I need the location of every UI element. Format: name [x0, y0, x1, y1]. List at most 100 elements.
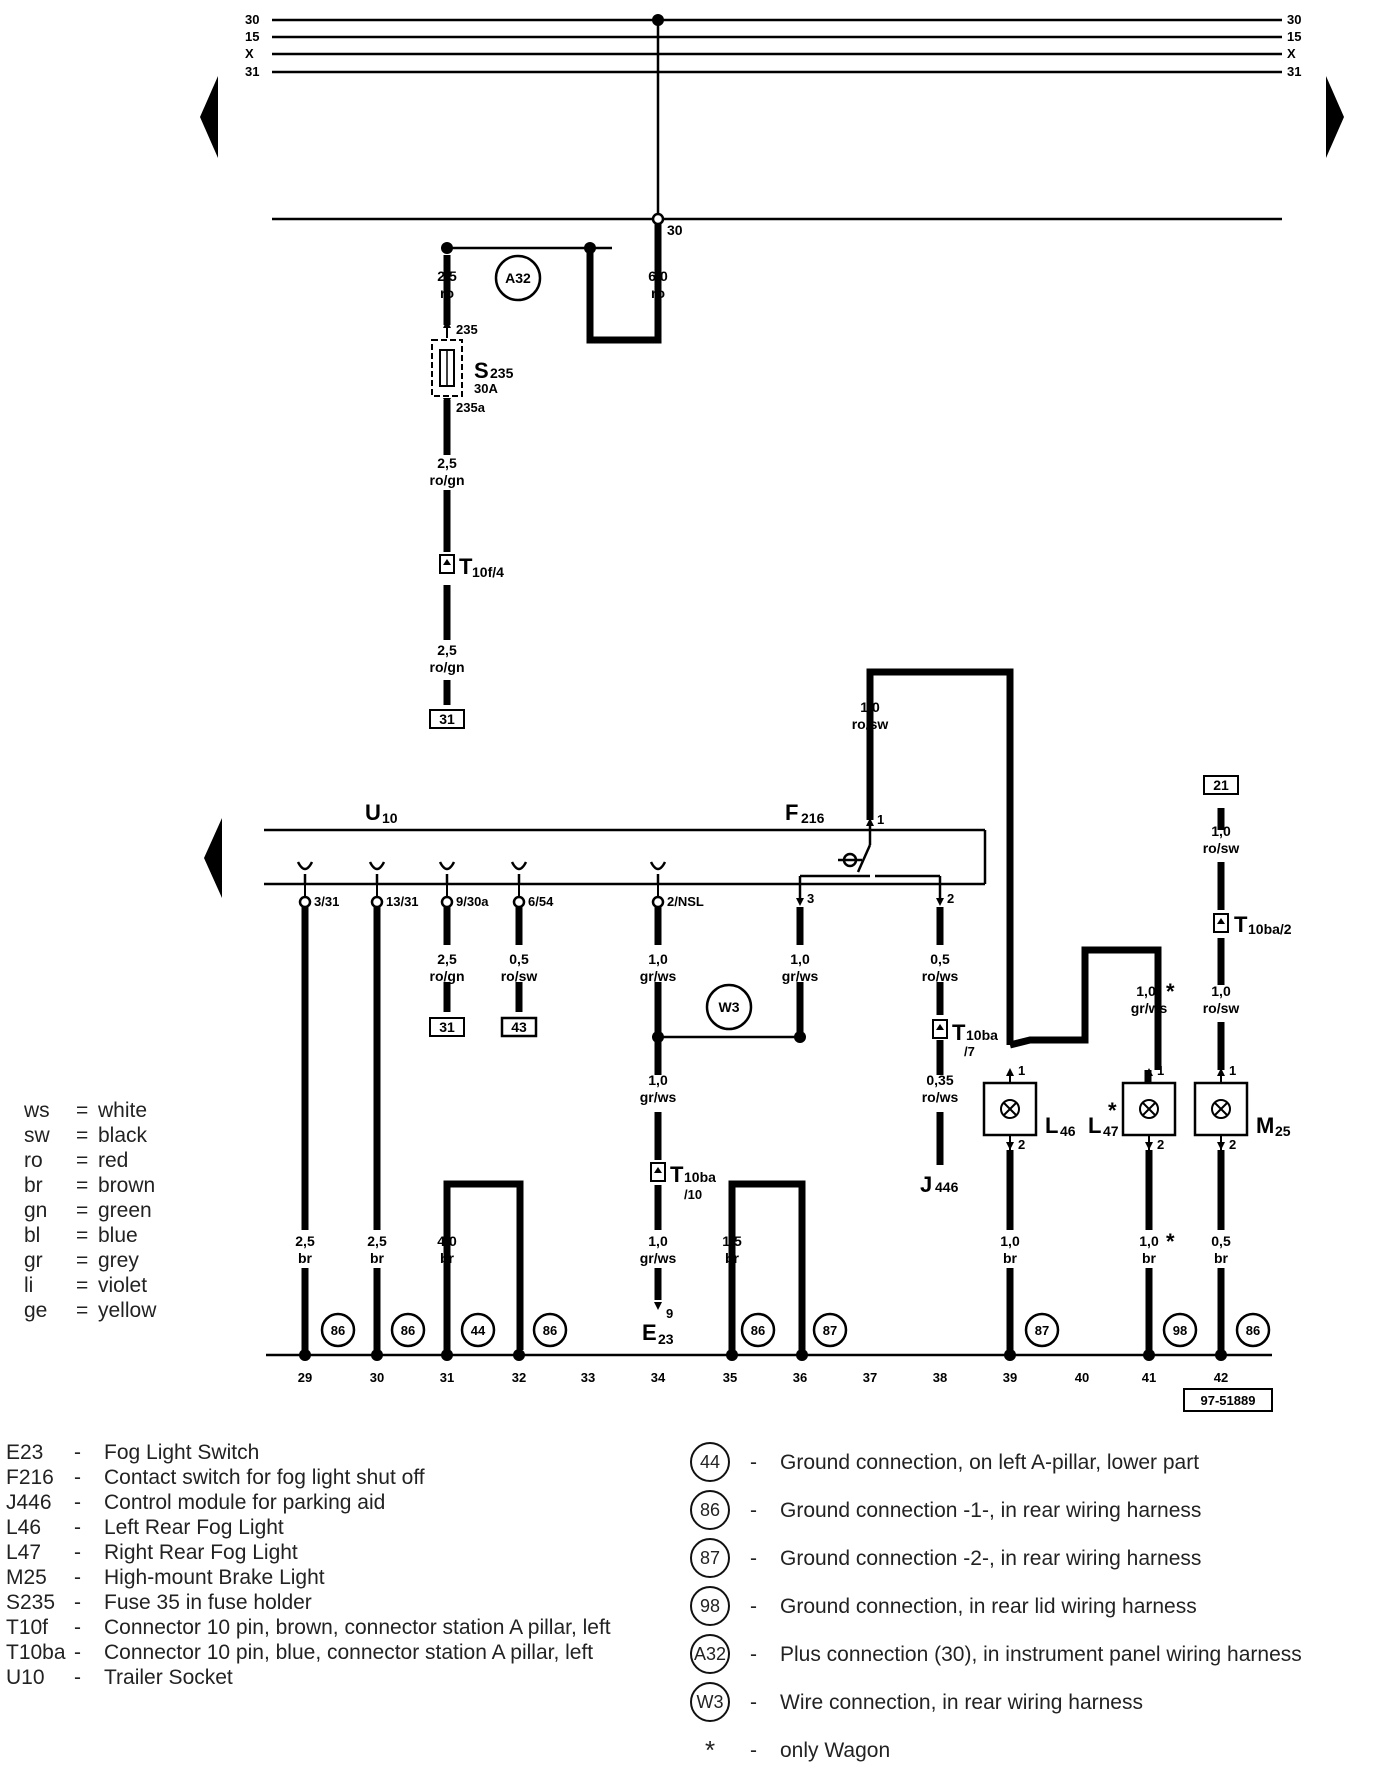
lamp-l47 [1121, 1068, 1177, 1150]
position-number: 30 [370, 1370, 384, 1385]
position-number: 41 [1142, 1370, 1156, 1385]
wire-color: br [1142, 1250, 1157, 1266]
pin-label: 6/54 [528, 894, 554, 909]
wire-gauge: 1,0 [648, 951, 668, 967]
component-sub: 216 [801, 810, 825, 826]
reference-box [429, 1017, 465, 1037]
reference-box [429, 709, 465, 729]
component-description: Connector 10 pin, blue, connector statio… [104, 1641, 594, 1664]
color-code: ge [24, 1299, 48, 1322]
position-number: 38 [933, 1370, 947, 1385]
color-name: grey [98, 1249, 139, 1272]
wire-gauge: 0,5 [509, 951, 529, 967]
component-code: U10 [6, 1666, 45, 1689]
component-item: M25-High-mount Brake Light [6, 1565, 611, 1590]
rail-label: X [245, 46, 254, 61]
reference-box-label: 31 [439, 711, 455, 727]
component-description: Fuse 35 in fuse holder [104, 1591, 312, 1614]
reference-number-box [1183, 1388, 1273, 1412]
pin-label: 235a [456, 400, 486, 415]
color-name: yellow [98, 1299, 157, 1322]
component-code: J446 [6, 1491, 52, 1514]
supply-rails [272, 18, 1282, 221]
reference-number: 97-51889 [1201, 1393, 1256, 1408]
ground-description: Ground connection, in rear lid wiring ha… [780, 1594, 1197, 1618]
color-name: black [98, 1124, 148, 1147]
previous-page-arrow[interactable] [200, 76, 218, 158]
plus-connection-a32 [494, 254, 542, 302]
color-code: ws [24, 1099, 50, 1122]
ground-label: 86 [543, 1323, 557, 1338]
color-code: br [24, 1174, 43, 1197]
color-name: violet [98, 1274, 148, 1297]
wire-color: gr/ws [782, 968, 819, 984]
pin-label: 3 [807, 891, 814, 906]
component-code: E23 [6, 1441, 44, 1464]
wire-color: br [440, 1250, 455, 1266]
wire-gauge: 1,0 [1211, 983, 1231, 999]
wire-gauge: 6,0 [648, 268, 668, 284]
wire-gauge: 2,5 [437, 268, 457, 284]
wire-gauge: 1,5 [722, 1233, 742, 1249]
wire-color: br [1214, 1250, 1229, 1266]
next-page-arrow[interactable] [1326, 76, 1344, 158]
ground-symbol: 86 [690, 1490, 730, 1530]
junction-dot [584, 242, 596, 254]
position-number: 36 [793, 1370, 807, 1385]
component-sub: /7 [964, 1044, 975, 1059]
component-name: U [365, 800, 381, 825]
pin-label: 1 [877, 812, 884, 827]
wire-gauge: 2,5 [437, 951, 457, 967]
ground-label: 86 [1246, 1323, 1260, 1338]
wire-gauge: 1,0 [1211, 823, 1231, 839]
component-name: F [785, 800, 798, 825]
wire-gauge: 1,0 [1139, 1233, 1159, 1249]
color-legend-item: br=brown [24, 1173, 156, 1198]
lamp-l46 [982, 1068, 1038, 1150]
ground-legend-item: 86-Ground connection -1-, in rear wiring… [690, 1486, 1302, 1534]
component-sub: /10 [684, 1187, 702, 1202]
wire-color: br [1003, 1250, 1018, 1266]
color-code: ro [24, 1149, 43, 1172]
wire-color: br [298, 1250, 313, 1266]
component-sub: 10f/4 [472, 564, 504, 580]
component-description: Trailer Socket [104, 1666, 233, 1689]
wire-gauge: 1,0 [648, 1233, 668, 1249]
rail-labels-right: 30 15 X 31 [1287, 12, 1301, 79]
ground-legend-item: A32-Plus connection (30), in instrument … [690, 1630, 1302, 1678]
ground-label: 87 [823, 1323, 837, 1338]
ground-wires [301, 808, 1225, 1355]
wire-color: ro/gn [430, 472, 465, 488]
position-number: 42 [1214, 1370, 1228, 1385]
component-item: L47-Right Rear Fog Light [6, 1540, 611, 1565]
footnote-description: only Wagon [780, 1738, 891, 1762]
equals-sign: = [76, 1149, 89, 1172]
component-description: Fog Light Switch [104, 1441, 260, 1464]
component-code: M25 [6, 1566, 47, 1589]
color-code: gn [24, 1199, 48, 1222]
rail-label: 31 [1287, 64, 1301, 79]
ground-description: Ground connection, on left A-pillar, low… [780, 1450, 1200, 1474]
ground-label: 86 [401, 1323, 415, 1338]
separator: - [74, 1516, 81, 1539]
component-item: J446-Control module for parking aid [6, 1490, 611, 1515]
component-code: F216 [6, 1466, 54, 1489]
color-legend-item: sw=black [24, 1123, 156, 1148]
color-legend-item: ge=yellow [24, 1298, 156, 1323]
reference-box-label: 21 [1213, 777, 1229, 793]
wire-gauge: 1,0 [790, 951, 810, 967]
color-code: sw [24, 1124, 50, 1147]
color-legend-item: bl=blue [24, 1223, 156, 1248]
color-name: brown [98, 1174, 156, 1197]
socket-stubs [304, 884, 659, 897]
pin-label: 3/31 [314, 894, 339, 909]
color-name: blue [98, 1224, 138, 1247]
wire-color: ro/gn [430, 968, 465, 984]
pin-label: 2 [1018, 1137, 1025, 1152]
reference-box-label: 43 [511, 1019, 527, 1035]
wire-color: ro/sw [1203, 840, 1240, 856]
separator: - [74, 1541, 81, 1564]
component-description: Right Rear Fog Light [104, 1541, 298, 1564]
position-number: 31 [440, 1370, 454, 1385]
